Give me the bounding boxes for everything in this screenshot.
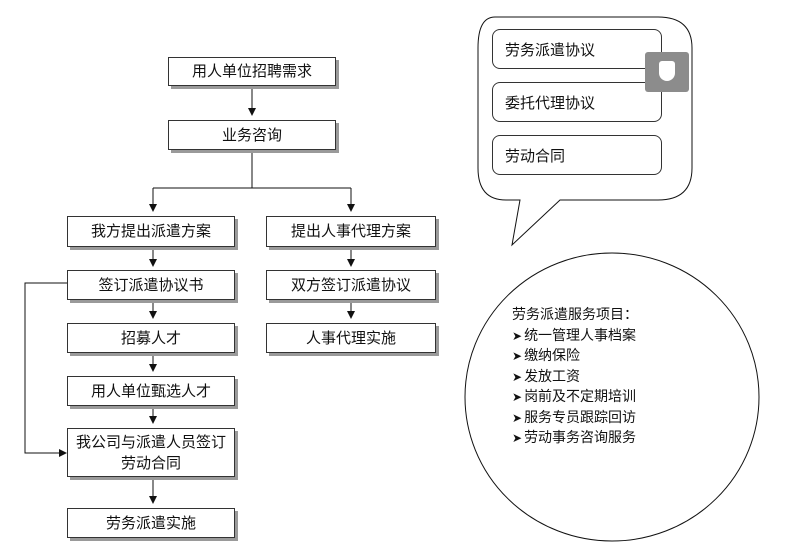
step-right-plan-label: 提出人事代理方案 — [290, 222, 411, 240]
service-item: 发放工资 — [512, 367, 638, 388]
callout-item-dispatch-agreement: 劳务派遣协议 — [492, 29, 662, 69]
callout-bubble — [477, 16, 693, 247]
step-recruit-talent: 招募人才 — [67, 323, 235, 353]
step-recruit-demand: 用人单位招聘需求 — [168, 57, 336, 86]
step-both-sign-label: 双方签订派遣协议 — [290, 275, 411, 294]
service-item: 缴纳保险 — [512, 346, 638, 367]
services-title: 劳务派遣服务项目： — [512, 307, 638, 323]
callout-item-labor-contract: 劳动合同 — [492, 135, 662, 175]
step-select-talent-label: 用人单位甄选人才 — [90, 381, 211, 400]
step-recruit-demand-label: 用人单位招聘需求 — [191, 62, 312, 80]
callout-item-label: 委托代理协议 — [505, 93, 596, 112]
step-consult: 业务咨询 — [168, 120, 336, 150]
service-item: 服务专员跟踪回访 — [512, 408, 638, 429]
step-agency-implement: 人事代理实施 — [266, 323, 436, 353]
overlay-handle-icon[interactable] — [645, 52, 689, 92]
step-consult-label: 业务咨询 — [221, 125, 282, 144]
step-sign-agreement: 签订派遣协议书 — [67, 270, 235, 300]
service-item: 岗前及不定期培训 — [512, 387, 638, 408]
service-item-label: 服务专员跟踪回访 — [524, 409, 637, 426]
step-right-plan: 提出人事代理方案 — [266, 216, 436, 247]
service-item-label: 岗前及不定期培训 — [524, 389, 637, 405]
service-item-label: 发放工资 — [524, 368, 581, 385]
step-labor-contract-label: 我公司与派遣人员签订劳动合同 — [75, 432, 226, 472]
service-item-label: 缴纳保险 — [524, 348, 581, 364]
step-left-plan-label: 我方提出派遣方案 — [90, 222, 211, 240]
callout-item-label: 劳动合同 — [505, 146, 566, 165]
step-select-talent: 用人单位甄选人才 — [67, 376, 235, 406]
step-agency-implement-label: 人事代理实施 — [305, 328, 396, 347]
service-item: 统一管理人事档案 — [512, 326, 638, 347]
step-dispatch-implement: 劳务派遣实施 — [67, 508, 235, 538]
step-both-sign: 双方签订派遣协议 — [266, 270, 436, 300]
step-left-plan: 我方提出派遣方案 — [67, 216, 235, 247]
cup-icon — [659, 61, 675, 81]
arrow-bypass — [24, 282, 67, 457]
callout-item-agency-agreement: 委托代理协议 — [492, 82, 662, 122]
step-sign-agreement-label: 签订派遣协议书 — [98, 275, 204, 294]
step-dispatch-implement-label: 劳务派遣实施 — [105, 513, 196, 532]
service-item-label: 劳动事务咨询服务 — [524, 430, 637, 446]
services-list: 劳务派遣服务项目： 统一管理人事档案 缴纳保险 发放工资 岗前及不定期培训 服务… — [512, 305, 638, 449]
step-labor-contract: 我公司与派遣人员签订劳动合同 — [67, 428, 235, 477]
step-recruit-talent-label: 招募人才 — [120, 328, 181, 347]
callout-item-label: 劳务派遣协议 — [505, 40, 596, 59]
service-item: 劳动事务咨询服务 — [512, 428, 638, 449]
service-item-label: 统一管理人事档案 — [524, 327, 637, 344]
